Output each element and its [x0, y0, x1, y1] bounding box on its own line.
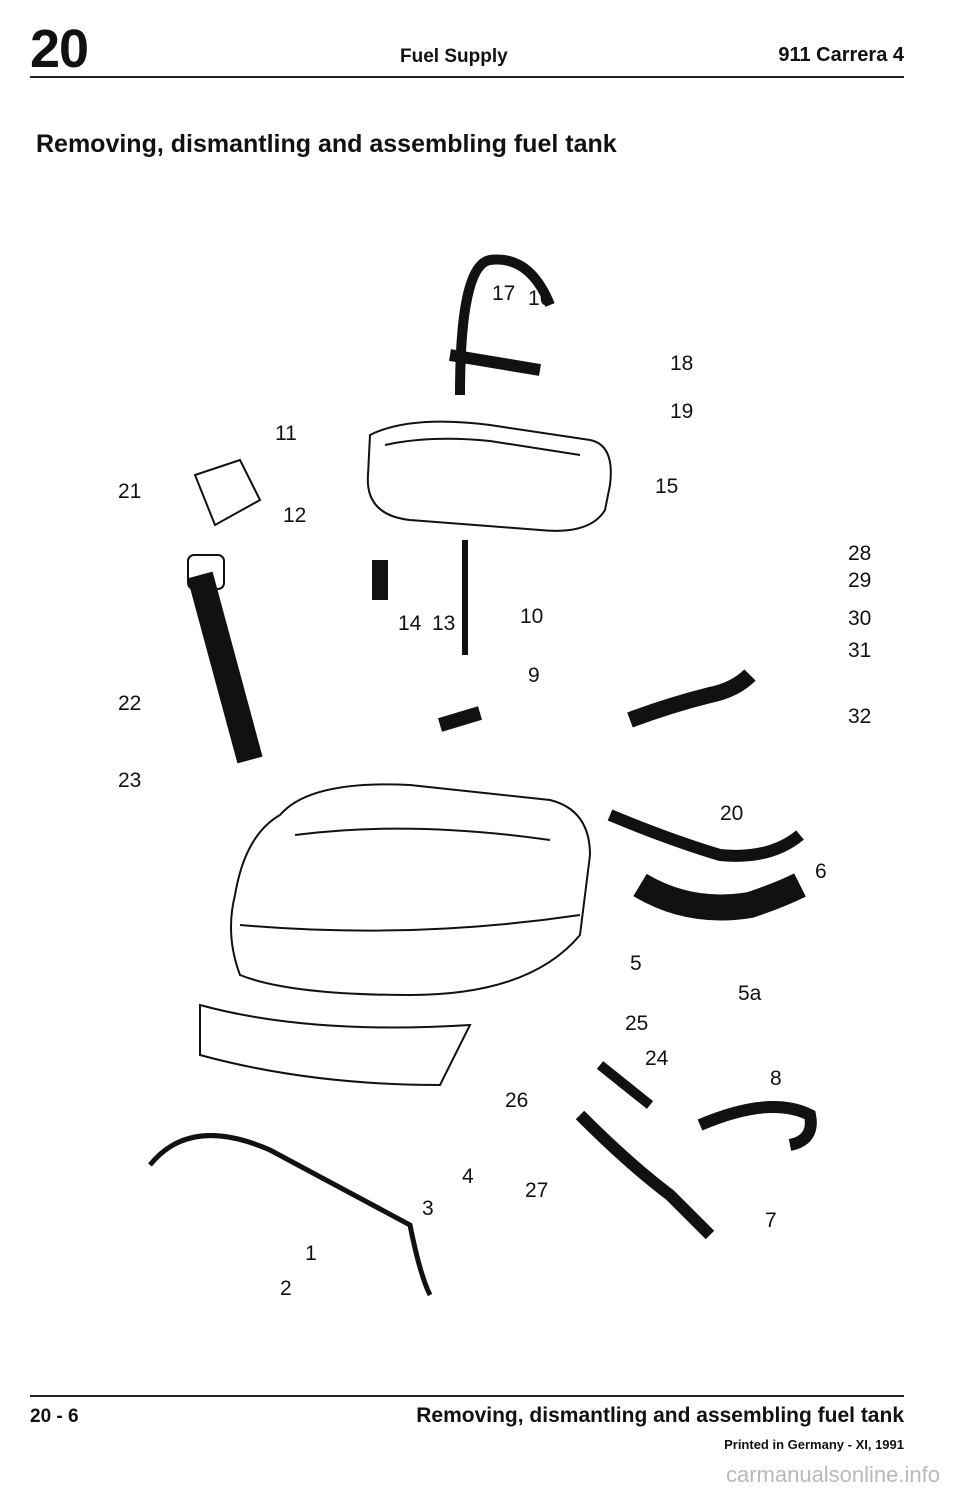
section-number: 20 — [30, 19, 89, 79]
part-label: 17 — [492, 282, 515, 305]
part-label: 24 — [645, 1047, 669, 1070]
footer-section-title: Removing, dismantling and assembling fue… — [416, 1404, 904, 1427]
sender-unit — [193, 458, 262, 527]
part-label: 7 — [765, 1209, 777, 1232]
section-title: Fuel Supply — [400, 46, 508, 67]
part-label: 16 — [528, 287, 551, 310]
part-label: 19 — [670, 400, 693, 423]
fuel-line-lower — [575, 1110, 715, 1240]
part-label: 11 — [275, 422, 297, 445]
part-label: 22 — [118, 692, 141, 715]
exploded-parts-diagram: 1 2 3 4 5 5a 6 7 8 9 10 11 12 13 14 15 1… — [118, 254, 871, 1300]
breather-hose — [455, 254, 555, 396]
part-label: 20 — [720, 802, 743, 825]
main-tank — [230, 783, 592, 997]
part-label: 3 — [422, 1197, 434, 1220]
part-label: 14 — [398, 612, 422, 635]
part-label: 13 — [432, 612, 455, 635]
part-label: 6 — [815, 860, 827, 883]
part-label: 28 — [848, 542, 871, 565]
part-label: 25 — [625, 1012, 648, 1035]
part-label: 2 — [280, 1277, 292, 1300]
print-info: Printed in Germany - XI, 1991 — [724, 1437, 904, 1452]
footer-rule — [30, 1395, 904, 1397]
part-label: 30 — [848, 607, 871, 630]
filler-hose — [627, 669, 756, 728]
part-label: 18 — [670, 352, 693, 375]
filler-tube — [187, 571, 263, 764]
part-label: 4 — [462, 1165, 474, 1188]
watermark: carmanualsonline.info — [725, 1462, 940, 1487]
model-name: 911 Carrera 4 — [778, 44, 904, 66]
part-label: 23 — [118, 769, 141, 792]
part-label: 5a — [738, 982, 762, 1005]
part-label: 15 — [655, 475, 678, 498]
header-rule — [30, 76, 904, 78]
part-labels: 1 2 3 4 5 5a 6 7 8 9 10 11 12 13 14 15 1… — [118, 282, 871, 1300]
page-number: 20 - 6 — [30, 1406, 79, 1427]
part-label: 32 — [848, 705, 871, 728]
part-label: 26 — [505, 1089, 528, 1112]
part-label: 29 — [848, 569, 871, 592]
part-label: 10 — [520, 605, 543, 628]
page-title: Removing, dismantling and assembling fue… — [36, 130, 617, 158]
part-label: 5 — [630, 952, 642, 975]
tank-strap — [148, 1133, 433, 1297]
part-label: 27 — [525, 1179, 548, 1202]
part-label: 9 — [528, 664, 540, 687]
part-label: 31 — [848, 639, 871, 662]
part-label: 12 — [283, 504, 306, 527]
part-label: 8 — [770, 1067, 782, 1090]
aux-tank — [366, 420, 612, 532]
part-label: 1 — [305, 1242, 317, 1265]
part-label: 21 — [118, 480, 141, 503]
